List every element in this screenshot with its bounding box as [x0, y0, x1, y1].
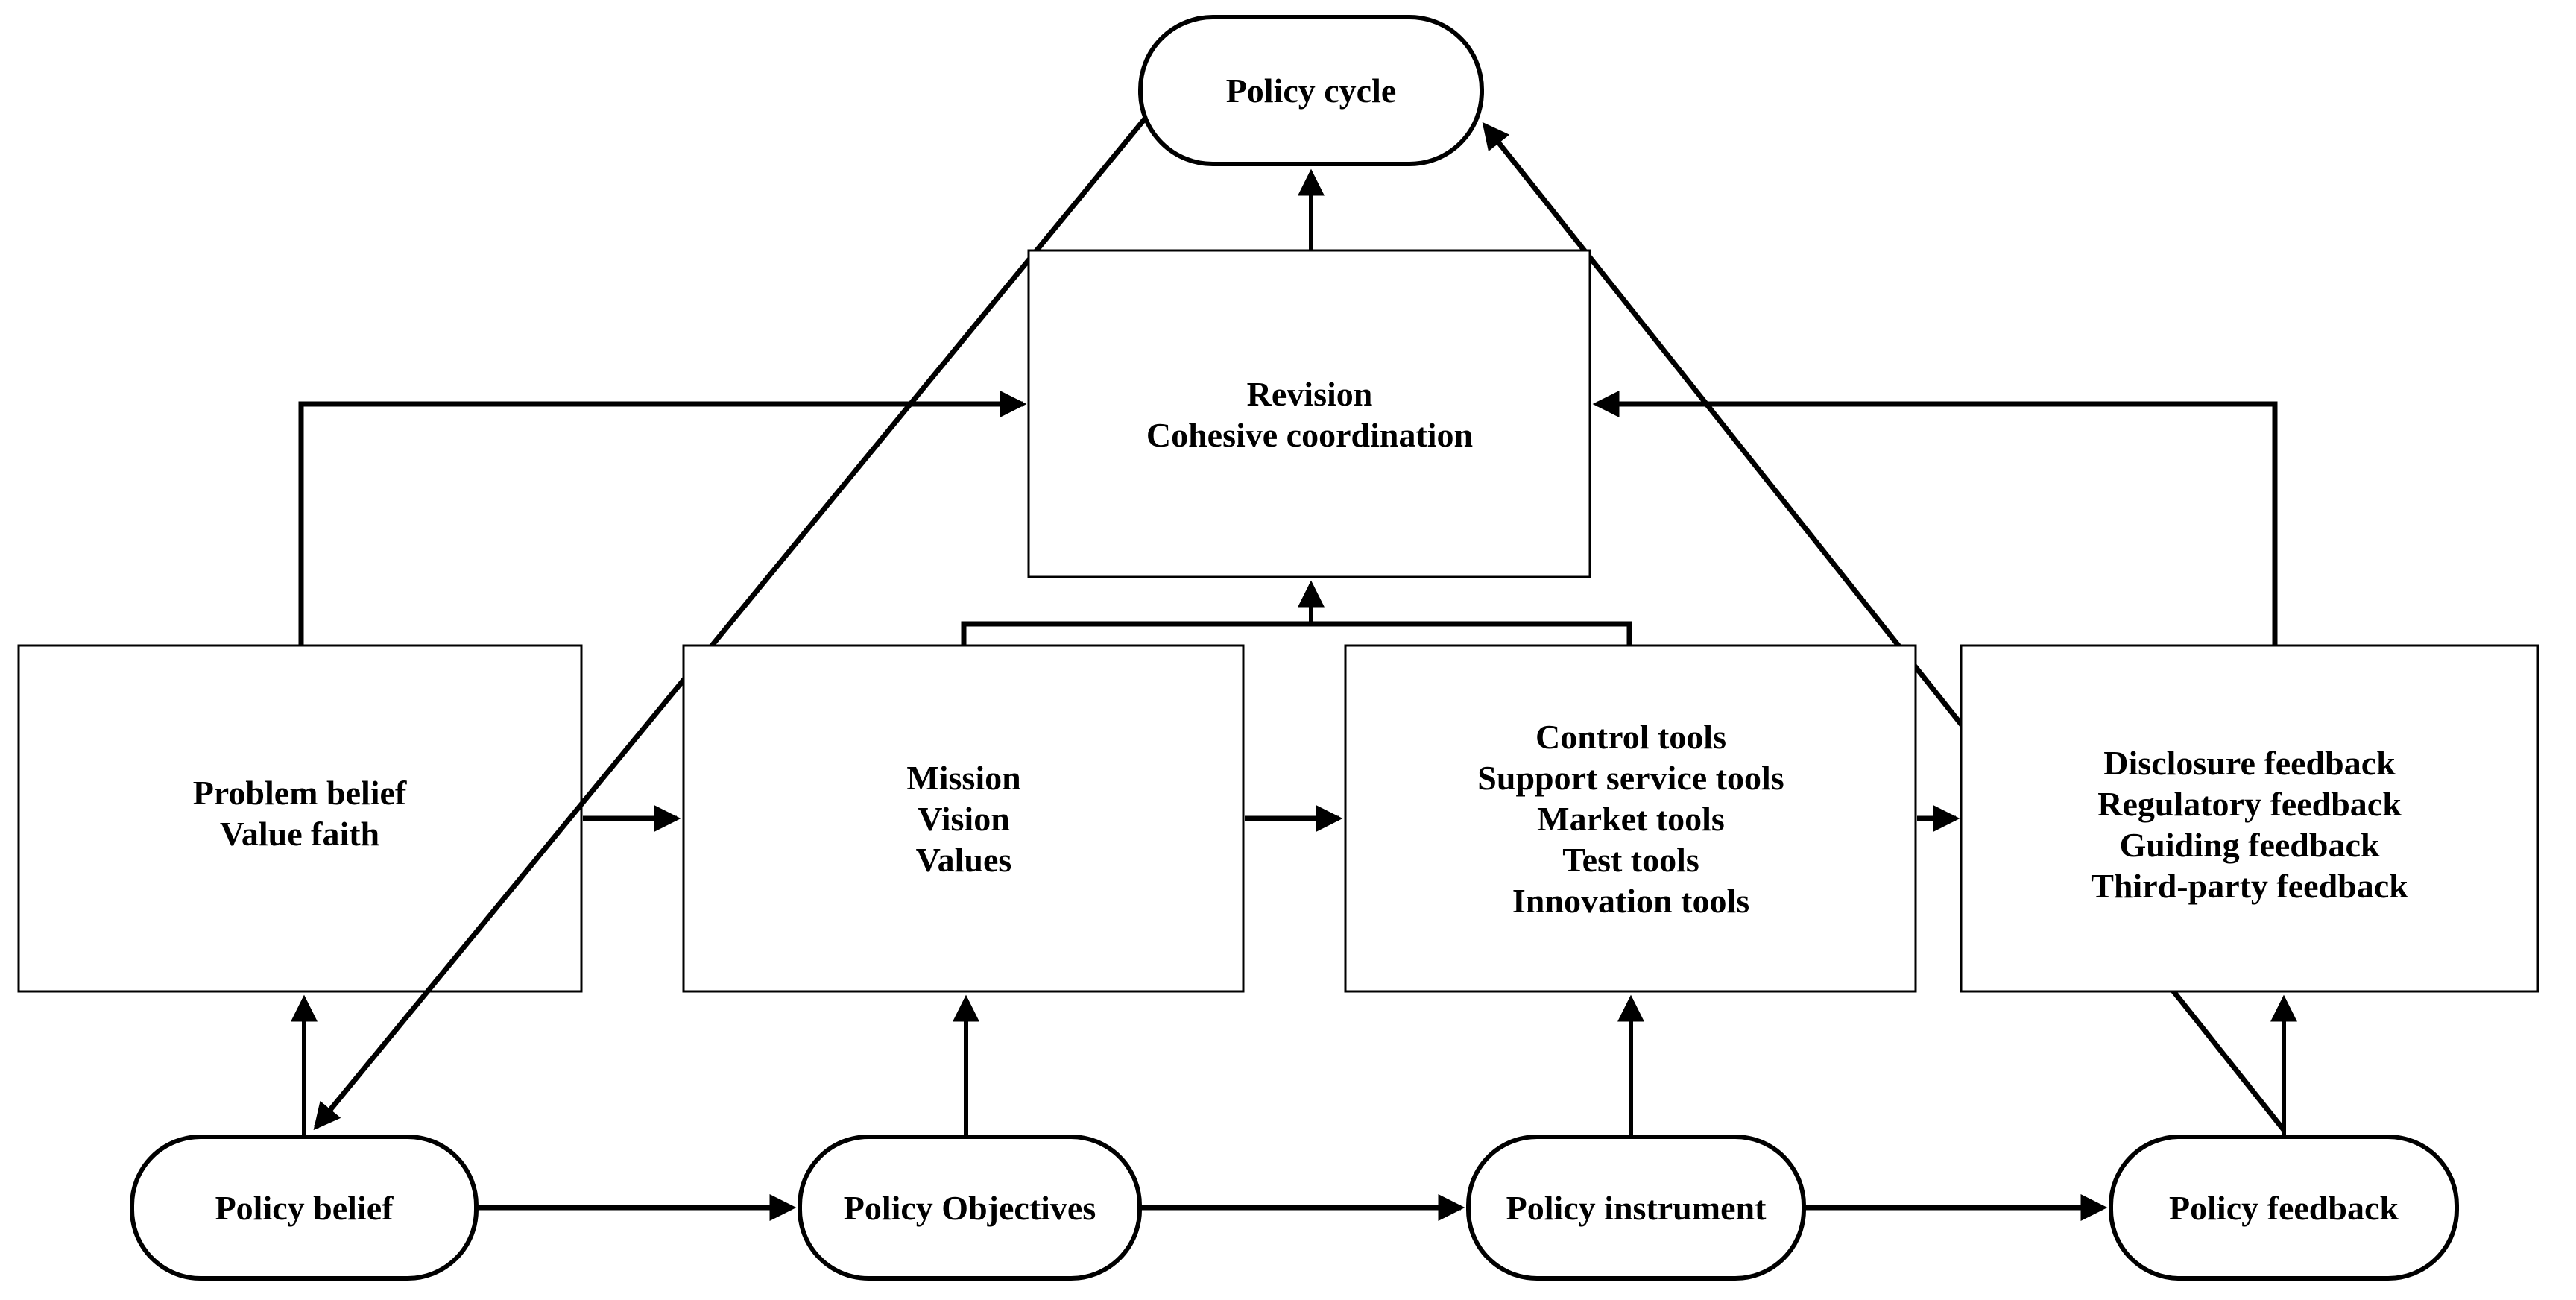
revision-box: [1027, 249, 1591, 578]
loop-disclosure-to-revision: [1592, 391, 2278, 646]
mission-label-line3: Values: [916, 841, 1012, 879]
policy-feedback-label: Policy feedback: [2169, 1189, 2399, 1227]
disclosure-label-line3: Guiding feedback: [2120, 826, 2380, 864]
policy-instrument-label: Policy instrument: [1506, 1189, 1767, 1227]
control-tools-label-line4: Test tools: [1562, 841, 1699, 879]
mission-box: [682, 644, 1245, 993]
control-tools-label-line5: Innovation tools: [1512, 882, 1749, 920]
control-tools-label-line3: Market tools: [1537, 800, 1725, 838]
bracket-mission-control: [961, 621, 1632, 646]
control-tools-label-line1: Control tools: [1535, 718, 1726, 756]
disclosure-feedback-box: [1960, 644, 2539, 993]
policy-belief-label: Policy belief: [215, 1189, 394, 1227]
policy-belief-node: [130, 1135, 479, 1281]
mission-label-line1: Mission: [906, 759, 1020, 797]
revision-label-line1: Revision: [1247, 375, 1373, 413]
problem-belief-label-line2: Value faith: [220, 815, 379, 853]
policy-cycle-node: [1138, 15, 1484, 166]
problem-belief-label-line1: Problem belief: [193, 774, 407, 812]
problem-belief-box: [17, 644, 583, 993]
policy-instrument-node: [1466, 1135, 1806, 1281]
loop-problem-belief-to-revision: [298, 391, 1027, 646]
policy-objectives-node: [798, 1135, 1142, 1281]
disclosure-label-line4: Third-party feedback: [2091, 867, 2408, 905]
policy-cycle-label: Policy cycle: [1226, 72, 1397, 110]
disclosure-label-line2: Regulatory feedback: [2097, 785, 2402, 823]
policy-feedback-node: [2109, 1135, 2459, 1281]
control-tools-box: [1344, 644, 1917, 993]
revision-label-line2: Cohesive coordination: [1146, 416, 1473, 454]
control-tools-label-line2: Support service tools: [1477, 759, 1784, 797]
policy-objectives-label: Policy Objectives: [844, 1189, 1096, 1227]
disclosure-label-line1: Disclosure feedback: [2103, 744, 2396, 782]
arrow-policy-cycle-to-policy-belief: [313, 116, 1148, 1131]
mission-label-line2: Vision: [918, 800, 1010, 838]
